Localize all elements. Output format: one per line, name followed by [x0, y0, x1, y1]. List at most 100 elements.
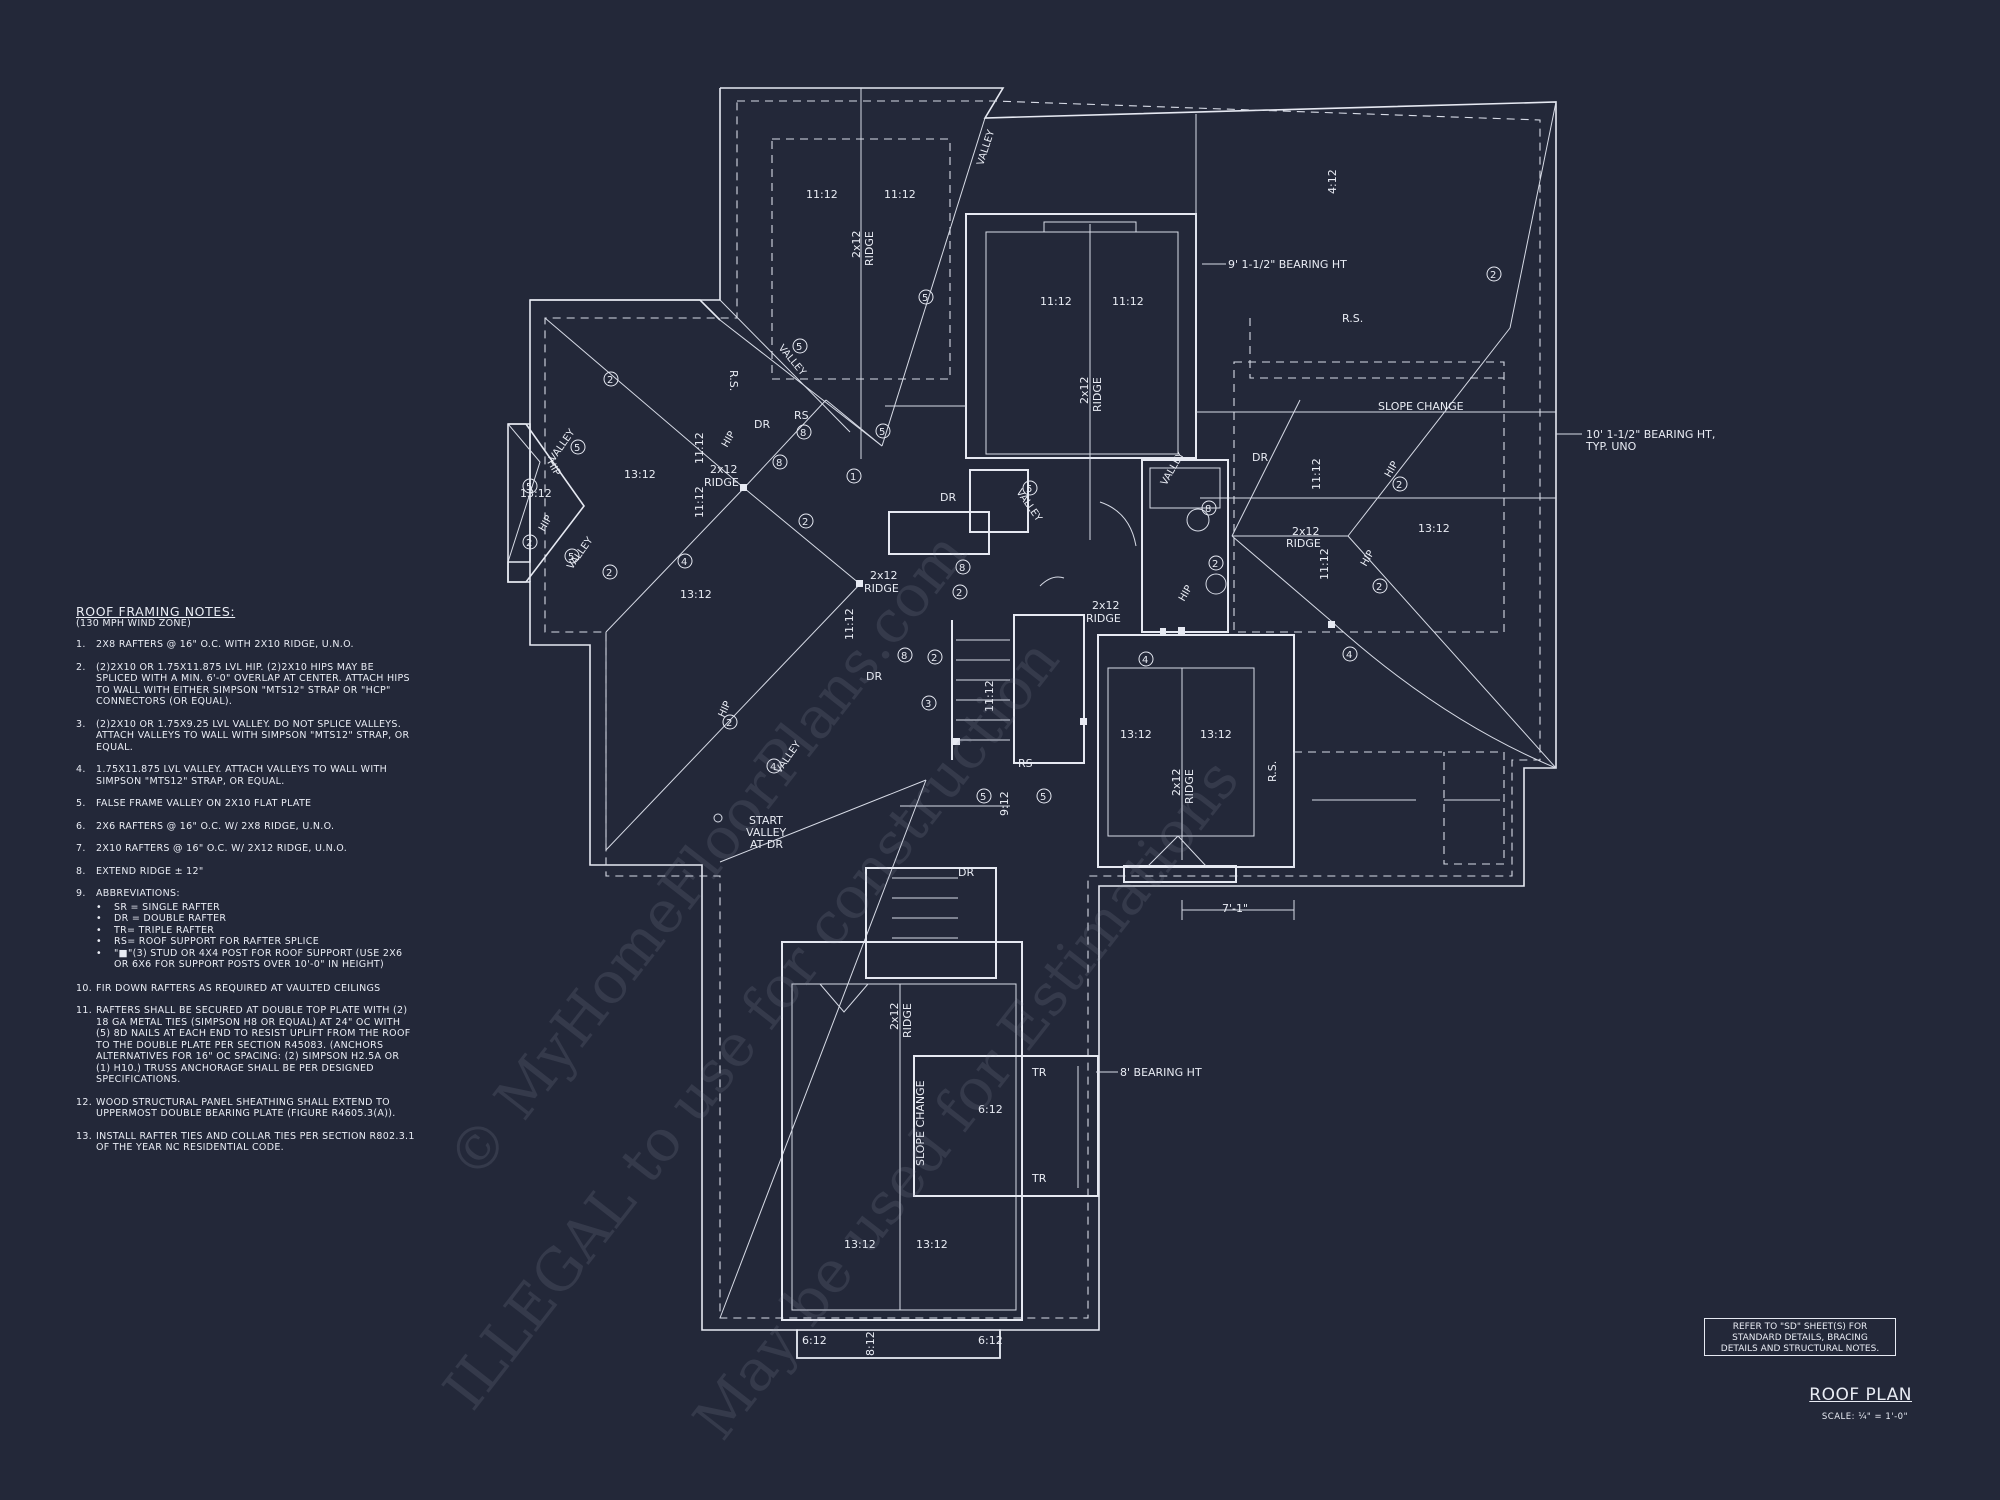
pitch-label: 11:12: [693, 432, 706, 464]
svg-text:2x12: 2x12: [888, 1002, 901, 1030]
svg-text:2: 2: [1212, 559, 1218, 570]
svg-text:5: 5: [922, 293, 928, 304]
framing-tags: 2 5 5 5 1 8 2 4 2 2 4 8 2 8 2 3 5 5 4 4 …: [522, 266, 1502, 804]
note-text: (2)2x10 OR 1.75x11.875 LVL HIP. (2)2x10 …: [96, 661, 410, 708]
note-text: FIR DOWN RAFTERS AS REQUIRED AT VAULTED …: [96, 982, 381, 994]
dimension-label: 7'-1": [1222, 902, 1248, 915]
svg-text:TR: TR: [1031, 1066, 1047, 1079]
left-dormer: [507, 423, 585, 583]
note-number: 5.: [76, 798, 86, 809]
roof-outline: [507, 87, 1557, 1359]
note-item: 10.FIR DOWN RAFTERS AS REQUIRED AT VAULT…: [76, 983, 416, 995]
svg-text:8: 8: [1205, 504, 1211, 515]
svg-text:2: 2: [802, 517, 808, 528]
svg-text:RIDGE: RIDGE: [901, 1003, 914, 1038]
note-number: 2.: [76, 661, 86, 673]
pitch-label: 11:12: [1112, 295, 1144, 308]
svg-text:2x12: 2x12: [870, 569, 898, 582]
pitch-label: 11:12: [983, 680, 996, 712]
sheet-scale: SCALE: ¼" = 1'-0": [1821, 1412, 1908, 1422]
note-text: 1.75x11.875 LVL VALLEY. ATTACH VALLEYS T…: [96, 764, 388, 787]
svg-text:AT DR: AT DR: [750, 838, 783, 851]
svg-text:VALLEY: VALLEY: [746, 826, 787, 839]
svg-text:2x12: 2x12: [850, 230, 863, 258]
notes-heading: ROOF FRAMING NOTES:: [76, 604, 236, 619]
note-item: 5. FALSE FRAME VALLEY ON 2x10 FLAT PLATE: [76, 798, 416, 810]
note-number: 7.: [76, 843, 86, 854]
svg-text:8: 8: [800, 428, 806, 439]
pitch-label: 4:12: [1326, 169, 1339, 194]
svg-text:8: 8: [901, 651, 907, 662]
svg-text:HIP: HIP: [717, 700, 734, 720]
note-text: RAFTERS SHALL BE SECURED AT DOUBLE TOP P…: [96, 1005, 411, 1085]
svg-text:5: 5: [796, 342, 802, 353]
svg-text:RIDGE: RIDGE: [1086, 612, 1121, 625]
svg-text:5: 5: [1026, 484, 1032, 495]
abbreviation-item: •RS= ROOF SUPPORT FOR RAFTER SPLICE: [96, 936, 319, 947]
pitch-label: 11:12: [806, 188, 838, 201]
note-number: 3.: [76, 718, 86, 730]
pitch-label: 11:12: [693, 486, 706, 518]
svg-text:2: 2: [607, 375, 613, 386]
note-text: WOOD STRUCTURAL PANEL SHEATHING SHALL EX…: [96, 1096, 396, 1120]
note-text: 2x10 RAFTERS @ 16" O.C. W/ 2x12 RIDGE, U…: [96, 843, 348, 854]
pitch-label: 9:12: [998, 791, 1011, 816]
note-number: 4.: [76, 764, 86, 775]
note-text: EXTEND RIDGE ± 12": [96, 865, 204, 877]
pitch-label: 6:12: [978, 1334, 1003, 1347]
svg-text:RIDGE: RIDGE: [1286, 537, 1321, 550]
note-item: 13.INSTALL RAFTER TIES AND COLLAR TIES P…: [76, 1131, 416, 1154]
svg-text:2: 2: [526, 538, 532, 549]
note-number: 11.: [76, 1005, 93, 1016]
note-text: INSTALL RAFTER TIES AND COLLAR TIES PER …: [96, 1130, 415, 1154]
note-text: (2)2x10 OR 1.75x9.25 LVL VALLEY. DO NOT …: [96, 718, 410, 753]
note-item: 3. (2)2x10 OR 1.75x9.25 LVL VALLEY. DO NO…: [76, 719, 416, 754]
pitch-label: 13:12: [624, 468, 656, 481]
pitch-labels: 11:12 11:12 11:12 11:12 13:12 13:12 13:1…: [520, 169, 1450, 1356]
left-wing-hips: [507, 299, 883, 851]
svg-text:3: 3: [925, 699, 931, 710]
svg-text:4: 4: [1346, 650, 1352, 661]
ridge-labels: 2x12 RIDGE 2x12 RIDGE 2x12 RIDGE 2x12 RI…: [704, 230, 1321, 1038]
right-wing-zone: [1233, 361, 1505, 633]
svg-text:TR: TR: [1031, 1172, 1047, 1185]
svg-text:8: 8: [776, 458, 782, 469]
note-item: 1.2x8 RAFTERS @ 16" O.C. WITH 2x10 RIDGE…: [76, 639, 416, 651]
note-text: FALSE FRAME VALLEY ON 2x10 FLAT PLATE: [96, 798, 312, 809]
interior-walls: [888, 459, 1295, 883]
pitch-label: 11:12: [843, 608, 856, 640]
svg-text:RS: RS: [794, 409, 809, 422]
svg-text:DR: DR: [1252, 451, 1268, 464]
note-item: 4. 1.75x11.875 LVL VALLEY. ATTACH VALLEYS…: [76, 764, 416, 787]
svg-text:DR: DR: [866, 670, 882, 683]
svg-text:RIDGE: RIDGE: [1091, 377, 1104, 412]
note-number: 10.: [76, 982, 93, 994]
note-item: 7. 2x10 RAFTERS @ 16" O.C. W/ 2x12 RIDGE,…: [76, 843, 416, 855]
abbreviation-item: •TR= TRIPLE RAFTER: [96, 924, 215, 936]
abbreviation-item: •DR = DOUBLE RAFTER: [96, 913, 227, 924]
note-number: 1.: [76, 639, 86, 650]
svg-text:5: 5: [568, 552, 574, 563]
posts: [740, 484, 1335, 745]
svg-text:5: 5: [1040, 792, 1046, 803]
svg-text:HIP: HIP: [1383, 460, 1401, 480]
svg-text:RIDGE: RIDGE: [864, 582, 899, 595]
pitch-label: 11:12: [1318, 548, 1331, 580]
svg-text:5: 5: [980, 792, 986, 803]
svg-text:HIP: HIP: [720, 430, 738, 450]
notes-list: 1.2x8 RAFTERS @ 16" O.C. WITH 2x10 RIDGE…: [76, 639, 416, 1154]
dim-7-1: [1181, 900, 1295, 920]
note-item: 2. (2)2x10 OR 1.75x11.875 LVL HIP. (2)2x1…: [76, 662, 416, 708]
slope-change-label: SLOPE CHANGE: [1378, 400, 1464, 413]
svg-text:4: 4: [1142, 655, 1148, 666]
svg-text:R.S.: R.S.: [1266, 761, 1279, 782]
note-text: ABBREVIATIONS:: [96, 888, 180, 899]
note-number: 8.: [76, 865, 86, 877]
note-item: 11.RAFTERS SHALL BE SECURED AT DOUBLE TO…: [76, 1005, 416, 1086]
svg-text:5: 5: [879, 427, 885, 438]
pitch-label: 11:12: [884, 188, 916, 201]
pitch-label: 6:12: [978, 1103, 1003, 1116]
central-room: [965, 213, 1197, 540]
hip-line: [1347, 327, 1511, 537]
pitch-label: 13:12: [916, 1238, 948, 1251]
